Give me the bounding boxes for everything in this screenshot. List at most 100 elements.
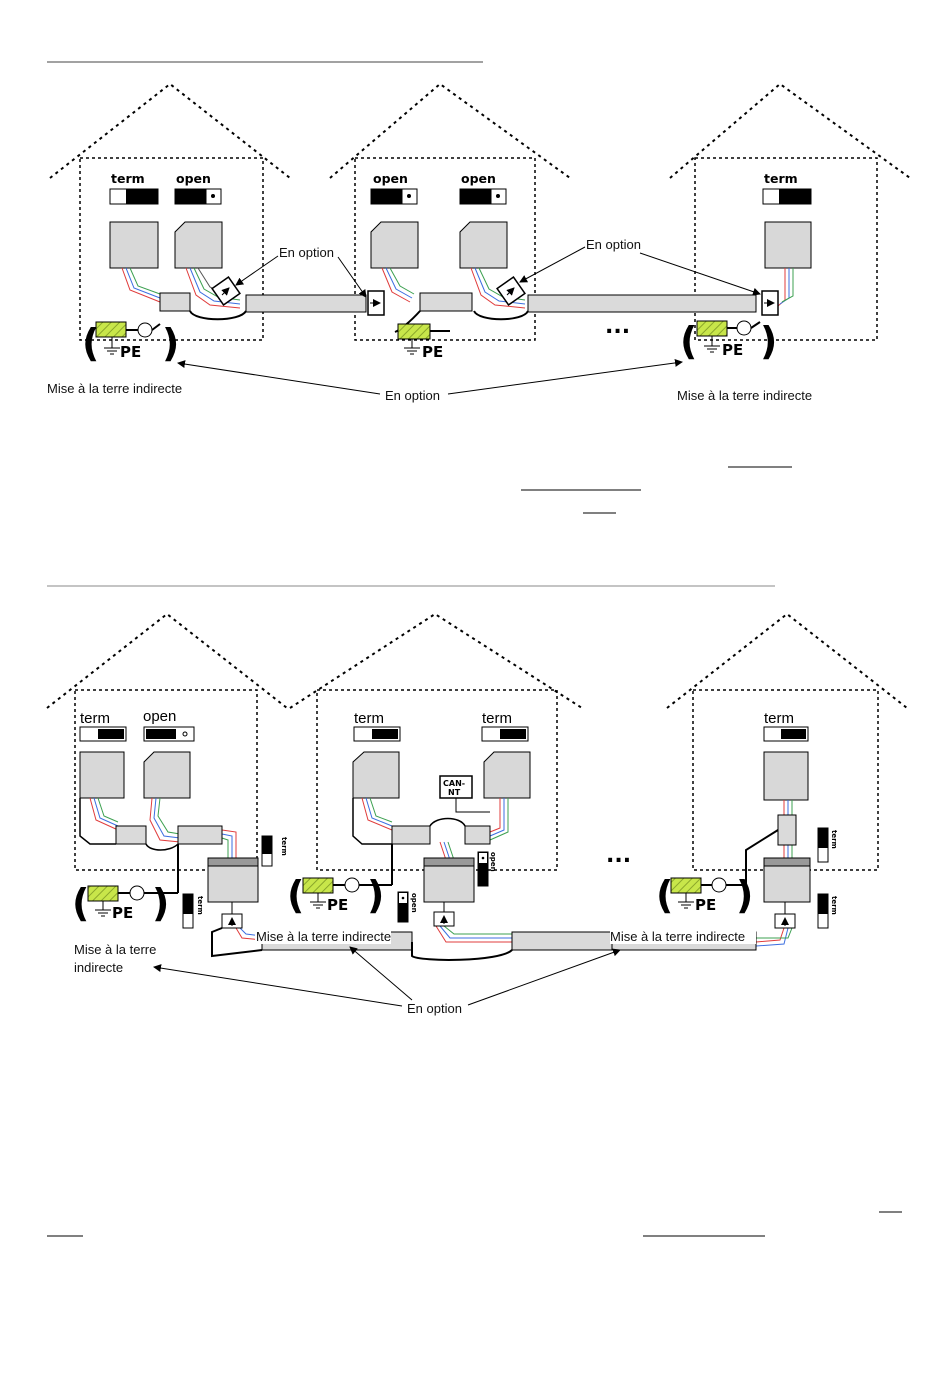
svg-text:term: term [764, 171, 798, 186]
svg-text:(: ( [680, 319, 697, 363]
house-3 [669, 82, 911, 341]
svg-text:): ) [736, 873, 753, 917]
label-earth-left-line1: Mise à la terre [74, 942, 156, 957]
ellipsis-d2: ... [606, 843, 631, 868]
svg-text:(: ( [287, 873, 304, 917]
svg-text:): ) [162, 321, 179, 365]
svg-text:term: term [80, 710, 110, 727]
diagram-2: term open term term term [46, 612, 908, 1016]
svg-text:open: open [143, 708, 176, 725]
svg-text:term: term [280, 837, 288, 856]
device-h2a [370, 221, 419, 269]
text-underlines [47, 466, 902, 1237]
device-h3 [764, 221, 812, 269]
label-earth-left-line2: indirecte [74, 960, 123, 975]
device-h4a [79, 751, 125, 799]
switch-term-h4: term [79, 710, 127, 742]
rail-module-h4 [207, 857, 259, 929]
label-option-d2: En option [407, 1001, 462, 1016]
svg-text:PE: PE [722, 341, 743, 359]
terminator-h2b [496, 276, 526, 306]
house-5 [289, 612, 583, 871]
svg-text:PE: PE [120, 343, 141, 361]
svg-text:PE: PE [327, 896, 348, 914]
switch-term-h3: term [762, 171, 812, 205]
terminator-h2a [367, 290, 385, 316]
svg-text:): ) [760, 319, 777, 363]
svg-text:(: ( [72, 881, 89, 925]
vswitch-h4-bottom: term [182, 893, 204, 929]
svg-text:open: open [461, 171, 496, 186]
label-option-2: En option [586, 237, 641, 252]
svg-text:NT: NT [448, 788, 461, 797]
vswitch-h4-top: term [261, 835, 288, 867]
terminator-h3 [761, 290, 779, 316]
switch-open-h2a: open [370, 171, 418, 205]
device-h6 [763, 751, 809, 801]
switch-term-h6: term [763, 710, 809, 742]
svg-text:term: term [354, 710, 384, 727]
svg-text:CAN-: CAN- [443, 779, 465, 788]
device-h5a [352, 751, 400, 799]
svg-text:open: open [410, 893, 418, 913]
wires-d2 [89, 797, 793, 947]
cable-d2-seg2 [511, 931, 613, 951]
svg-text:term: term [764, 710, 794, 727]
svg-text:PE: PE [695, 896, 716, 914]
earth-h2: PE [397, 323, 450, 361]
svg-text:term: term [830, 830, 838, 849]
svg-text:term: term [111, 171, 145, 186]
earth-h5: ( PE ) [287, 844, 393, 917]
svg-text:open: open [489, 852, 497, 872]
svg-text:(: ( [656, 873, 673, 917]
switch-term-h5a: term [353, 710, 401, 742]
svg-text:open: open [373, 171, 408, 186]
label-earth-mid: Mise à la terre indirecte [256, 929, 391, 944]
switch-open-h2b: open [459, 171, 507, 205]
house-2 [329, 82, 571, 341]
device-h2b [459, 221, 508, 269]
house-1 [49, 82, 291, 341]
can-nt-box: CAN- NT [439, 775, 490, 813]
svg-text:PE: PE [112, 904, 133, 922]
earth-h4: ( PE ) [72, 844, 179, 925]
connector-h4a [115, 825, 147, 845]
earth-h3: ( PE ) [680, 319, 777, 363]
rail-module-h6 [763, 857, 811, 929]
switch-term-h5b: term [481, 710, 529, 742]
arrows-d2 [153, 946, 621, 1007]
switch-term-h1: term [109, 171, 159, 205]
connector-h4b [177, 825, 223, 845]
connector-h6 [777, 814, 797, 846]
connector-h5b [464, 825, 491, 845]
label-earth-right: Mise à la terre indirecte [677, 388, 812, 403]
connector-h5a [391, 825, 431, 845]
device-h4b [143, 751, 191, 799]
vswitch-h6-top: term [817, 827, 838, 863]
label-option-1: En option [279, 245, 334, 260]
switch-open-h1: open [174, 171, 222, 205]
house-4 [46, 612, 288, 871]
label-earth-left: Mise à la terre indirecte [47, 381, 182, 396]
svg-text:(: ( [82, 321, 99, 365]
svg-text:open: open [176, 171, 211, 186]
svg-text:PE: PE [422, 343, 443, 361]
svg-text:term: term [830, 896, 838, 915]
svg-text:term: term [196, 896, 204, 915]
svg-text:term: term [482, 710, 512, 727]
device-h5b [483, 751, 531, 799]
earth-h6: ( PE ) [656, 829, 779, 917]
terminator-h1 [211, 276, 241, 306]
label-earth-right-d2: Mise à la terre indirecte [610, 929, 745, 944]
cable-d1-seg1 [245, 294, 367, 313]
device-h1b [174, 221, 223, 269]
connector-h1 [159, 292, 191, 312]
svg-text:): ) [367, 873, 384, 917]
connector-h2 [419, 292, 473, 312]
label-option-bottom: En option [385, 388, 440, 403]
vswitch-h5b: open [477, 851, 497, 887]
vswitch-h6-bottom: term [817, 893, 838, 929]
cable-d1-seg2 [527, 294, 757, 313]
switch-open-h4: open [143, 708, 195, 742]
